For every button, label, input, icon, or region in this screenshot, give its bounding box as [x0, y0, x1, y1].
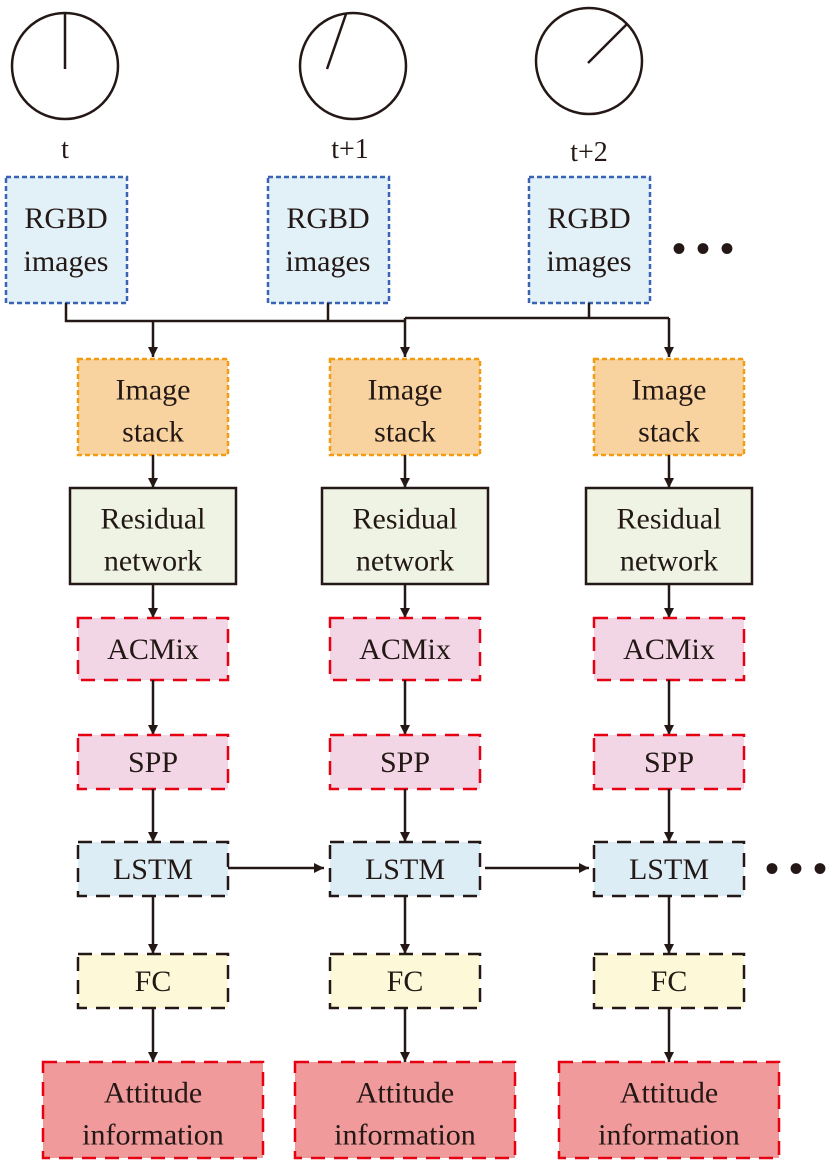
- image-stack-label: Image: [368, 373, 443, 406]
- lstm-block: LSTM: [592, 840, 746, 898]
- acmix-box: [328, 616, 482, 682]
- clock-t: t: [10, 11, 120, 165]
- fc-block: FC: [592, 952, 746, 1010]
- clock-t-plus-2: t+2: [534, 6, 644, 168]
- acmix-block: ACMix: [592, 616, 746, 682]
- acmix-box: [76, 616, 230, 682]
- image-stack-box: [76, 357, 230, 457]
- residual-box: [68, 486, 238, 586]
- acmix-block: ACMix: [76, 616, 230, 682]
- image-stack-block: Image stack: [592, 357, 746, 457]
- clock-hand: [325, 13, 348, 70]
- image-stack-block: Image stack: [76, 357, 230, 457]
- rgbd-label: RGBD: [286, 202, 369, 235]
- ellipsis-lstm: • • •: [765, 846, 827, 891]
- spp-label: SPP: [128, 746, 178, 779]
- residual-label: Residual: [353, 502, 458, 535]
- residual-label: Residual: [617, 502, 722, 535]
- fc-label: FC: [651, 965, 688, 998]
- lstm-label: LSTM: [113, 853, 193, 886]
- image-stack-label: stack: [638, 416, 700, 449]
- spp-block: SPP: [592, 733, 746, 791]
- fc-block: FC: [76, 952, 230, 1010]
- acmix-block: ACMix: [328, 616, 482, 682]
- spp-label: SPP: [380, 746, 430, 779]
- lstm-label: LSTM: [629, 853, 709, 886]
- time-label-t: t: [61, 134, 69, 165]
- residual-label: network: [356, 545, 454, 578]
- acmix-label: ACMix: [107, 633, 199, 666]
- lstm-label: LSTM: [365, 853, 445, 886]
- residual-label: network: [104, 545, 202, 578]
- image-stack-label: Image: [632, 373, 707, 406]
- output-label: information: [82, 1119, 224, 1152]
- output-box: [557, 1060, 781, 1160]
- acmix-label: ACMix: [359, 633, 451, 666]
- image-stack-label: stack: [122, 416, 184, 449]
- rgbd-label: images: [286, 245, 371, 278]
- fc-label: FC: [135, 965, 172, 998]
- input-connectors: [64, 303, 674, 357]
- fc-box: [76, 952, 230, 1010]
- output-box: [293, 1060, 517, 1160]
- output-block: Attitude information: [41, 1060, 265, 1160]
- lstm-block: LSTM: [328, 840, 482, 898]
- residual-box: [320, 486, 490, 586]
- clock-face-icon: [298, 11, 408, 121]
- spp-box: [76, 733, 230, 791]
- output-label: Attitude: [356, 1076, 454, 1109]
- clock-face-icon: [534, 6, 644, 116]
- residual-block: Residual network: [584, 486, 754, 586]
- rgbd-input-0: RGBD images: [4, 175, 129, 305]
- rgbd-input-1: RGBD images: [266, 175, 391, 305]
- time-label-t-plus-2: t+2: [570, 137, 608, 168]
- residual-label: Residual: [101, 502, 206, 535]
- output-label: Attitude: [620, 1076, 718, 1109]
- spp-box: [592, 733, 746, 791]
- image-stack-block: Image stack: [328, 357, 482, 457]
- rgbd-label: RGBD: [547, 202, 630, 235]
- spp-block: SPP: [76, 733, 230, 791]
- rgbd-label: images: [547, 245, 632, 278]
- residual-block: Residual network: [68, 486, 238, 586]
- image-stack-label: Image: [116, 373, 191, 406]
- output-label: information: [334, 1119, 476, 1152]
- fc-box: [592, 952, 746, 1010]
- ellipsis-inputs: • • •: [672, 226, 734, 271]
- spp-block: SPP: [328, 733, 482, 791]
- rgbd-input-2: RGBD images: [527, 175, 652, 305]
- residual-box: [584, 486, 754, 586]
- spp-label: SPP: [644, 746, 694, 779]
- fc-block: FC: [328, 952, 482, 1010]
- image-stack-label: stack: [374, 416, 436, 449]
- lstm-block: LSTM: [76, 840, 230, 898]
- lstm-box: [76, 840, 230, 898]
- image-stack-box: [592, 357, 746, 457]
- fc-label: FC: [387, 965, 424, 998]
- output-box: [41, 1060, 265, 1160]
- residual-label: network: [620, 545, 718, 578]
- output-label: information: [598, 1119, 740, 1152]
- residual-block: Residual network: [320, 486, 490, 586]
- rgbd-label: images: [24, 245, 109, 278]
- time-label-t-plus-1: t+1: [331, 134, 369, 165]
- output-block: Attitude information: [293, 1060, 517, 1160]
- fc-box: [328, 952, 482, 1010]
- clock-t-plus-1: t+1: [298, 11, 408, 165]
- lstm-box: [592, 840, 746, 898]
- clock-hand: [587, 23, 628, 64]
- output-label: Attitude: [104, 1076, 202, 1109]
- rgbd-label: RGBD: [24, 202, 107, 235]
- output-block: Attitude information: [557, 1060, 781, 1160]
- acmix-label: ACMix: [623, 633, 715, 666]
